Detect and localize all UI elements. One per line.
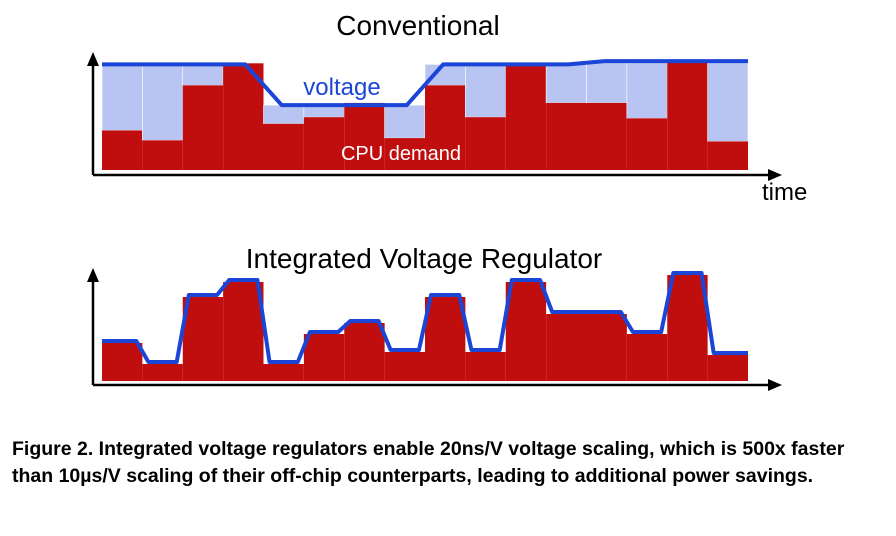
cpu-demand-bar [263, 123, 304, 170]
cpu-demand-bar [626, 334, 668, 381]
cpu-demand-bar [465, 117, 506, 170]
cpu-demand-bar [344, 323, 385, 381]
voltage-headroom-bar [586, 60, 628, 104]
y-axis-arrowhead [87, 268, 99, 282]
conventional-voltage-line [102, 59, 748, 108]
cpu-demand-bar [707, 141, 748, 170]
cpu-demand-bar [586, 314, 627, 381]
time-axis-label: time [762, 179, 807, 206]
voltage-headroom-bar [384, 104, 426, 139]
conventional-panel: Conventional voltage CPU demand time [87, 10, 807, 206]
voltage-headroom-bar [424, 64, 466, 86]
cpu-demand-bar [505, 282, 547, 381]
cpu-demand-bar [102, 130, 143, 170]
cpu-demand-bar [303, 334, 345, 381]
cpu-demand-bar [505, 63, 547, 170]
voltage-headroom-bar [263, 104, 305, 125]
conventional-axes [87, 52, 782, 181]
cpu-demand-bar [303, 117, 345, 170]
voltage-headroom-bar [545, 64, 587, 104]
voltage-headroom-bar [707, 60, 749, 142]
ivr-title: Integrated Voltage Regulator [246, 243, 602, 274]
cpu-demand-bar [223, 282, 264, 381]
cpu-demand-bar [546, 314, 587, 381]
cpu-demand-bar [546, 102, 587, 170]
cpu-demand-bar [223, 63, 264, 170]
ivr-voltage-line [102, 271, 748, 364]
voltage-headroom-bar [465, 64, 507, 118]
cpu-demand-bar [425, 297, 466, 381]
cpu-demand-bar [344, 102, 385, 170]
cpu-demand-bar [142, 364, 183, 381]
x-axis-arrowhead [768, 169, 782, 181]
cpu-demand-bar [626, 118, 668, 170]
cpu-demand-bar [586, 102, 627, 170]
cpu-demand-bar [182, 85, 224, 170]
cpu-demand-bar [707, 355, 748, 381]
cpu-demand-label: CPU demand [341, 143, 461, 165]
cpu-demand-bar [384, 138, 425, 170]
voltage-headroom-bar [101, 64, 143, 131]
voltage-headroom-bar [142, 64, 184, 141]
voltage-label: voltage [303, 74, 380, 101]
ivr-panel: Integrated Voltage Regulator [87, 243, 782, 391]
cpu-demand-bar [667, 61, 708, 170]
cpu-demand-bar [384, 352, 425, 381]
conventional-title: Conventional [336, 10, 499, 41]
cpu-demand-bar [425, 85, 466, 170]
voltage-headroom-bar [626, 60, 668, 119]
cpu-demand-bar [263, 364, 304, 381]
ivr-axes [87, 268, 782, 391]
figure-caption: Figure 2. Integrated voltage regulators … [12, 438, 845, 487]
y-axis-arrowhead [87, 52, 99, 66]
cpu-demand-bar [102, 343, 143, 381]
x-axis-arrowhead [768, 379, 782, 391]
cpu-demand-bar [182, 297, 224, 381]
voltage-headroom-bar [182, 64, 224, 86]
cpu-demand-bar [142, 140, 183, 170]
cpu-demand-bar [465, 352, 506, 381]
cpu-demand-bar [667, 275, 708, 381]
